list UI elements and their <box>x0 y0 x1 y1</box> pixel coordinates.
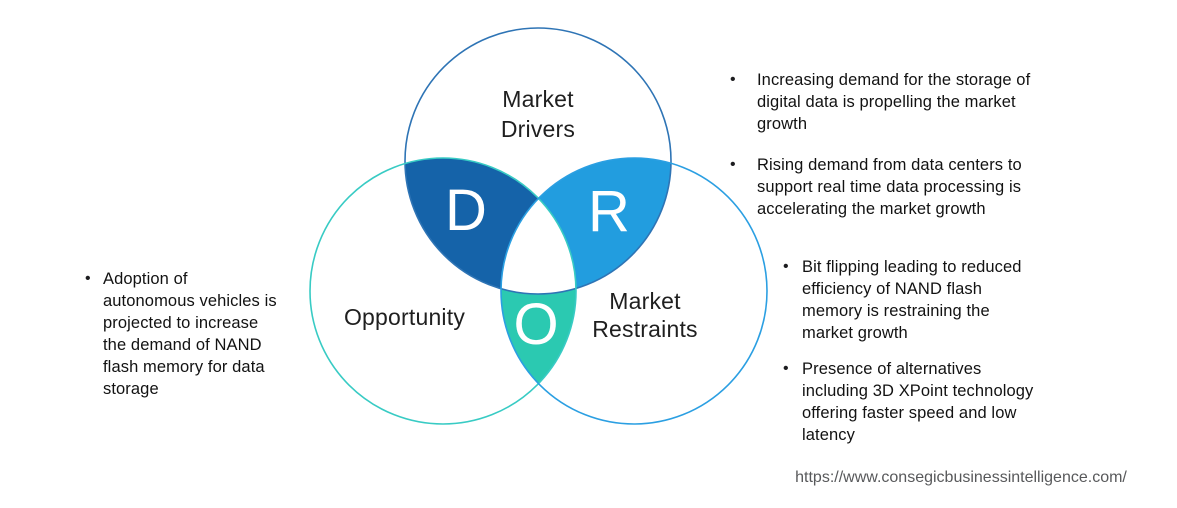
restraints-label: Market Restraints <box>592 288 698 342</box>
bullet-icon: • <box>730 156 736 173</box>
source-url: https://www.consegicbusinessintelligence… <box>795 469 1127 486</box>
drivers-label: Market Drivers <box>500 86 576 142</box>
restraints-note-text-1: Bit flipping leading to reduced efficien… <box>802 258 1022 342</box>
drivers-circle <box>404 27 672 295</box>
opportunity-letter: O <box>513 292 559 357</box>
drivers-note-text-1: Increasing demand for the storage of dig… <box>757 71 1031 133</box>
bullet-icon: • <box>85 270 91 287</box>
opportunity-label: Opportunity <box>343 304 466 330</box>
restraints-letter: R <box>588 179 630 244</box>
drivers-letter: D <box>445 178 487 243</box>
list-item: • Presence of alternatives including 3D … <box>777 358 1147 446</box>
list-item: • Adoption of autonomous vehicles is pro… <box>84 268 334 400</box>
opportunity-note-text: Adoption of autonomous vehicles is proje… <box>103 270 277 398</box>
list-item: • Rising demand from data centers to sup… <box>724 154 1094 220</box>
bullet-icon: • <box>783 360 789 377</box>
bullet-icon: • <box>730 71 736 88</box>
restraints-circle <box>500 157 768 425</box>
list-item: • Increasing demand for the storage of d… <box>724 69 1094 135</box>
list-item: • Bit flipping leading to reduced effici… <box>777 256 1147 344</box>
opportunity-notes: • Adoption of autonomous vehicles is pro… <box>84 268 334 400</box>
drivers-note-text-2: Rising demand from data centers to suppo… <box>757 156 1022 218</box>
restraints-notes: • Bit flipping leading to reduced effici… <box>777 256 1147 460</box>
bullet-icon: • <box>783 258 789 275</box>
opportunity-circle <box>309 157 577 425</box>
drivers-notes: • Increasing demand for the storage of d… <box>724 69 1094 239</box>
restraints-note-text-2: Presence of alternatives including 3D XP… <box>802 360 1034 444</box>
